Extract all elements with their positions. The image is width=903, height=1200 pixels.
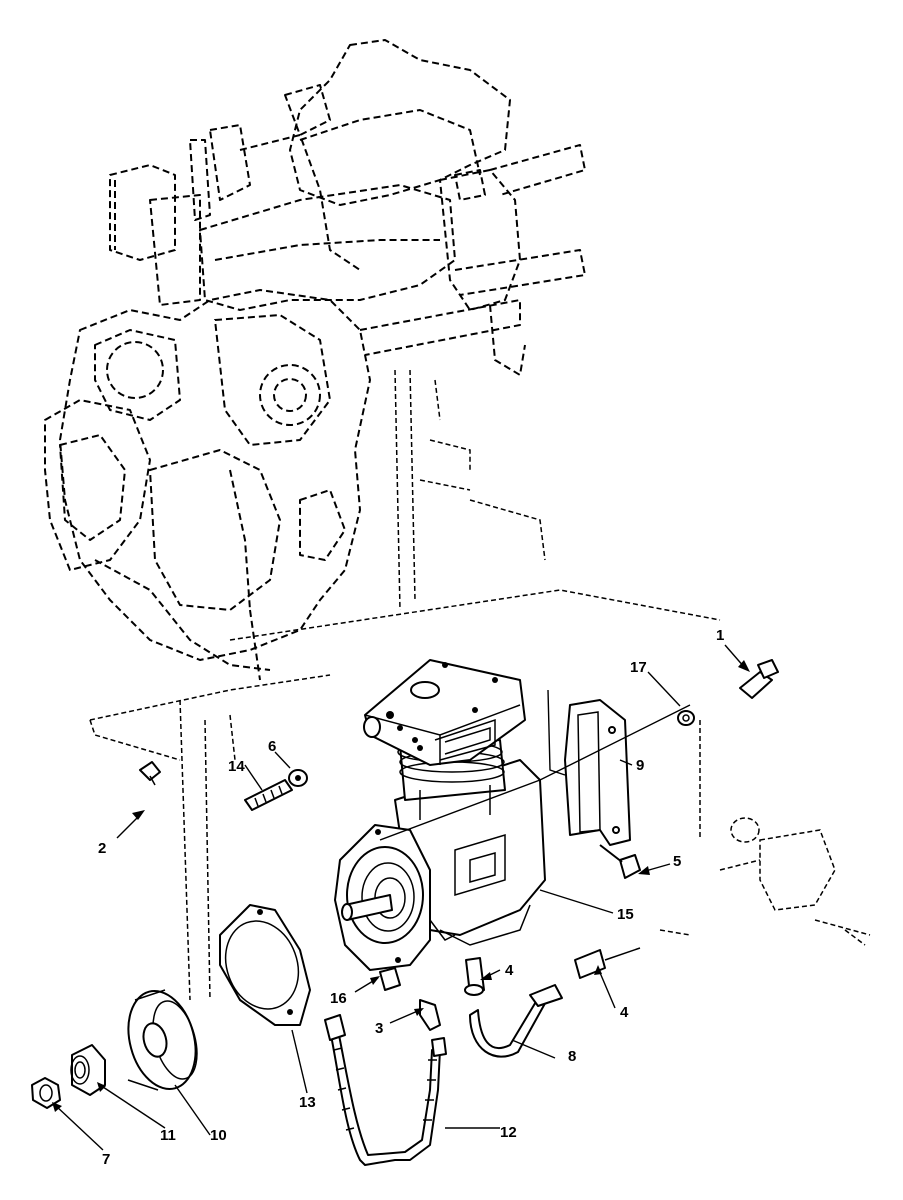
callout-2: 2 (98, 840, 106, 857)
gasket (219, 904, 311, 1026)
callout-16: 16 (330, 990, 347, 1007)
callout-labels: 1 2 3 4 4 5 6 7 8 9 10 11 12 13 14 15 16… (98, 627, 724, 1168)
callout-12: 12 (500, 1124, 517, 1141)
leader-lines (54, 644, 746, 1151)
callout-10: 10 (210, 1127, 227, 1144)
hub-spacer (70, 1044, 106, 1096)
callout-4a: 4 (505, 962, 514, 979)
callout-1: 1 (716, 627, 724, 644)
callout-4b: 4 (620, 1004, 629, 1021)
mounting-bracket (547, 689, 631, 846)
callout-3: 3 (375, 1020, 383, 1037)
callout-5: 5 (673, 853, 681, 870)
callout-14: 14 (228, 758, 245, 775)
callout-13: 13 (299, 1094, 316, 1111)
callout-11: 11 (160, 1127, 176, 1144)
phantom-fitting-right (719, 817, 871, 946)
arrowheads (52, 660, 750, 1112)
callout-9: 9 (636, 757, 644, 774)
small-parts (139, 659, 779, 1166)
callout-17: 17 (630, 659, 647, 676)
engine-phantom-outline (44, 39, 721, 1001)
callout-7: 7 (102, 1151, 110, 1168)
callout-6: 6 (268, 738, 276, 755)
air-compressor (334, 659, 546, 971)
callout-15: 15 (617, 906, 634, 923)
callout-8: 8 (568, 1048, 576, 1065)
nut (31, 1077, 61, 1109)
drive-gear (127, 989, 198, 1091)
